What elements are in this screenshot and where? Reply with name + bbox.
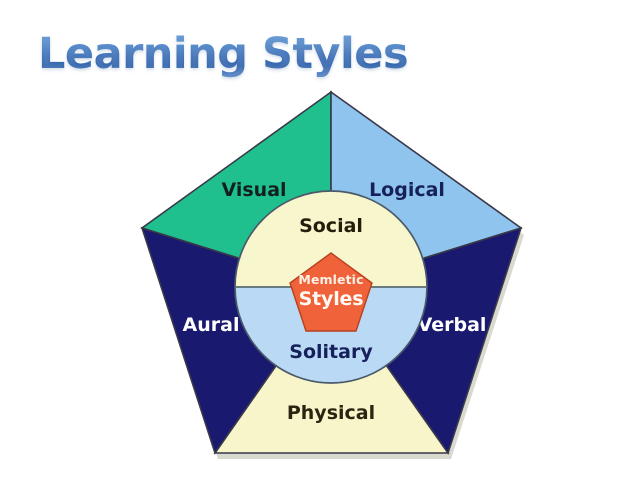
ring-solitary-label: Solitary [289, 341, 373, 363]
ring-social-label: Social [299, 215, 363, 237]
wedge-aural-label: Aural [183, 314, 240, 336]
core-pentagon-shape[interactable] [289, 252, 373, 332]
wedge-visual-label: Visual [221, 179, 286, 201]
title-block: Learning Styles [38, 27, 478, 87]
wedge-verbal-label: Verbal [418, 314, 487, 336]
page-title: Learning Styles [38, 27, 478, 81]
ring-half-solitary[interactable] [235, 191, 427, 383]
ring-social-shape[interactable] [235, 191, 427, 383]
ring-solitary-shape[interactable] [235, 191, 427, 383]
core-memletic-styles[interactable]: Memletic Styles [289, 252, 373, 332]
core-label-memletic: Memletic [298, 272, 363, 287]
ring-half-social[interactable] [235, 191, 427, 383]
core-label-styles: Styles [299, 288, 364, 310]
wedge-logical-label: Logical [369, 179, 445, 201]
wedge-physical-label: Physical [287, 402, 375, 424]
